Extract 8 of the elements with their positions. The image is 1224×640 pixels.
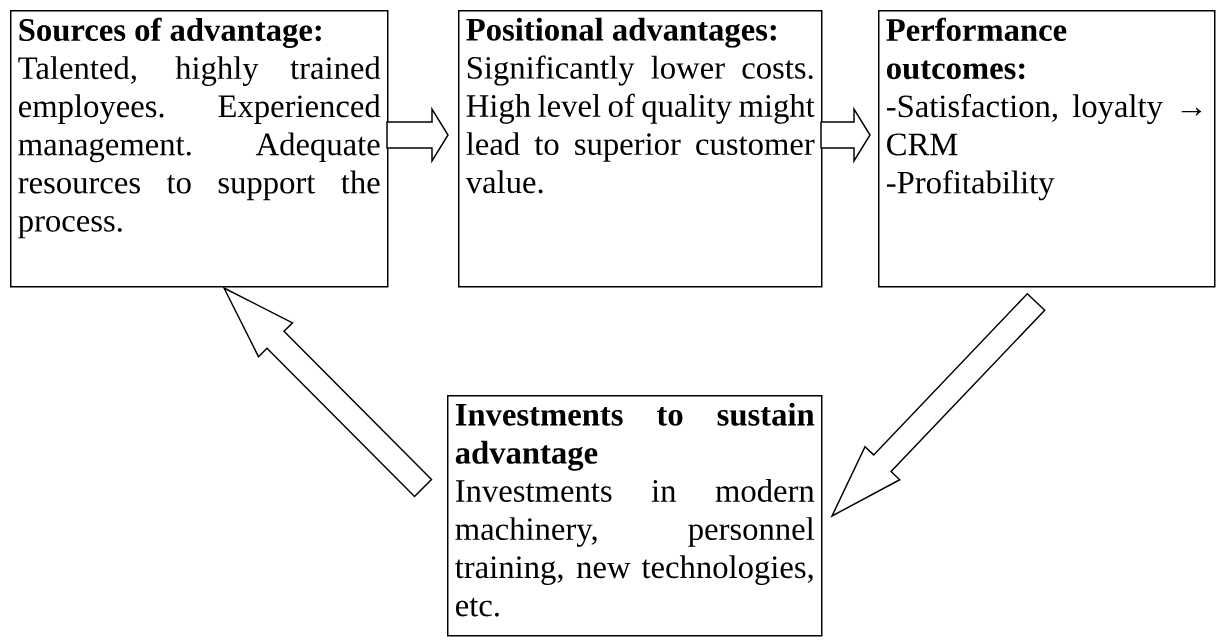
block-arrow [386, 106, 449, 164]
text-box: Performance outcomes: -Satisfaction, loyalty → CRM -Profitability [878, 10, 1216, 288]
block-arrow [830, 292, 1046, 518]
text-box: Sources of advantage: Talented, highly trained employees. Experienced management. Adequate resources to support the process. [10, 10, 389, 288]
text-box: Positional advantages: Significantly lower costs. High level of quality might lead to superior customer value. [458, 10, 823, 288]
text-box: Investments to sustain advantage Investments in modern machinery, personnel training, new technologies, etc. [447, 395, 823, 637]
block-arrow [222, 286, 433, 498]
block-arrow [820, 106, 871, 164]
